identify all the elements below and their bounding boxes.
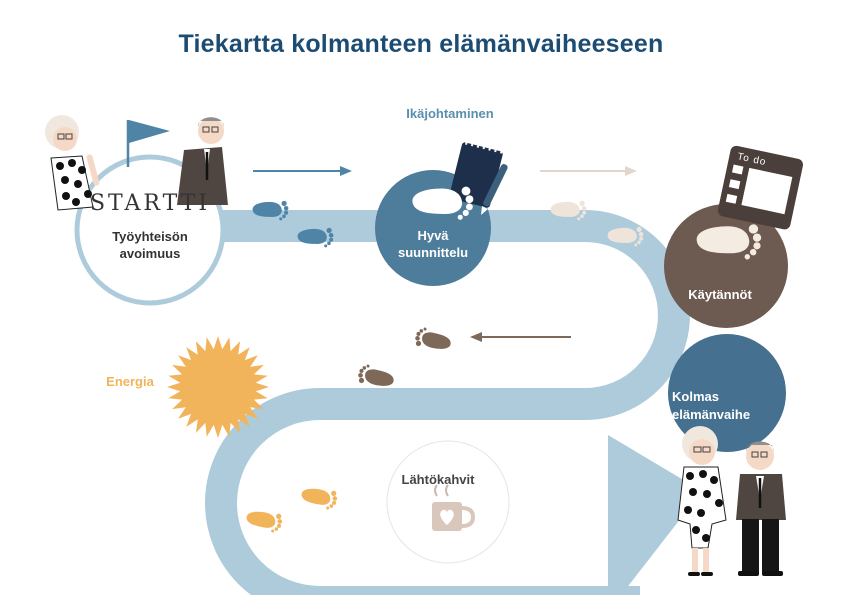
man-figure-end	[736, 441, 786, 576]
man-figure-start	[177, 117, 228, 205]
coffee-label: Lähtökahvit	[401, 472, 475, 487]
planning-label: Hyvä suunnittelu	[373, 227, 493, 261]
planning-label-line2: suunnittelu	[397, 245, 469, 260]
third-phase-label: Kolmas elämänvaihe	[672, 388, 792, 424]
age-management-label: Ikäjohtaminen	[406, 106, 494, 121]
start-subtitle-line1: Työyhteisön	[112, 229, 188, 244]
road-arrowhead	[608, 435, 702, 595]
third-phase-line2: elämänvaihe	[672, 407, 751, 422]
start-subtitle: Työyhteisön avoimuus	[80, 228, 220, 262]
woman-figure-start	[45, 115, 100, 211]
start-subtitle-line2: avoimuus	[119, 246, 181, 261]
arrow-left-brown	[470, 332, 571, 342]
footprints-yellow	[245, 487, 338, 534]
coffee-cup-icon	[432, 484, 476, 531]
third-phase-line1: Kolmas	[672, 389, 719, 404]
practices-label: Käytännöt	[688, 287, 752, 302]
page-title: Tiekartta kolmanteen elämänvaiheeseen	[178, 30, 664, 58]
arrow-right-beige	[540, 166, 637, 176]
sun-icon	[167, 336, 269, 438]
planning-label-line1: Hyvä	[417, 228, 449, 243]
flag-icon	[126, 120, 170, 167]
energy-label: Energia	[106, 374, 154, 389]
todo-board-icon: To do	[717, 145, 804, 230]
footprints-brown	[357, 326, 453, 388]
start-heading: STARTTI	[89, 191, 211, 216]
third-phase-circle	[668, 334, 786, 452]
arrow-right-blue	[253, 166, 352, 176]
woman-figure-end	[677, 426, 727, 576]
road	[150, 210, 702, 595]
